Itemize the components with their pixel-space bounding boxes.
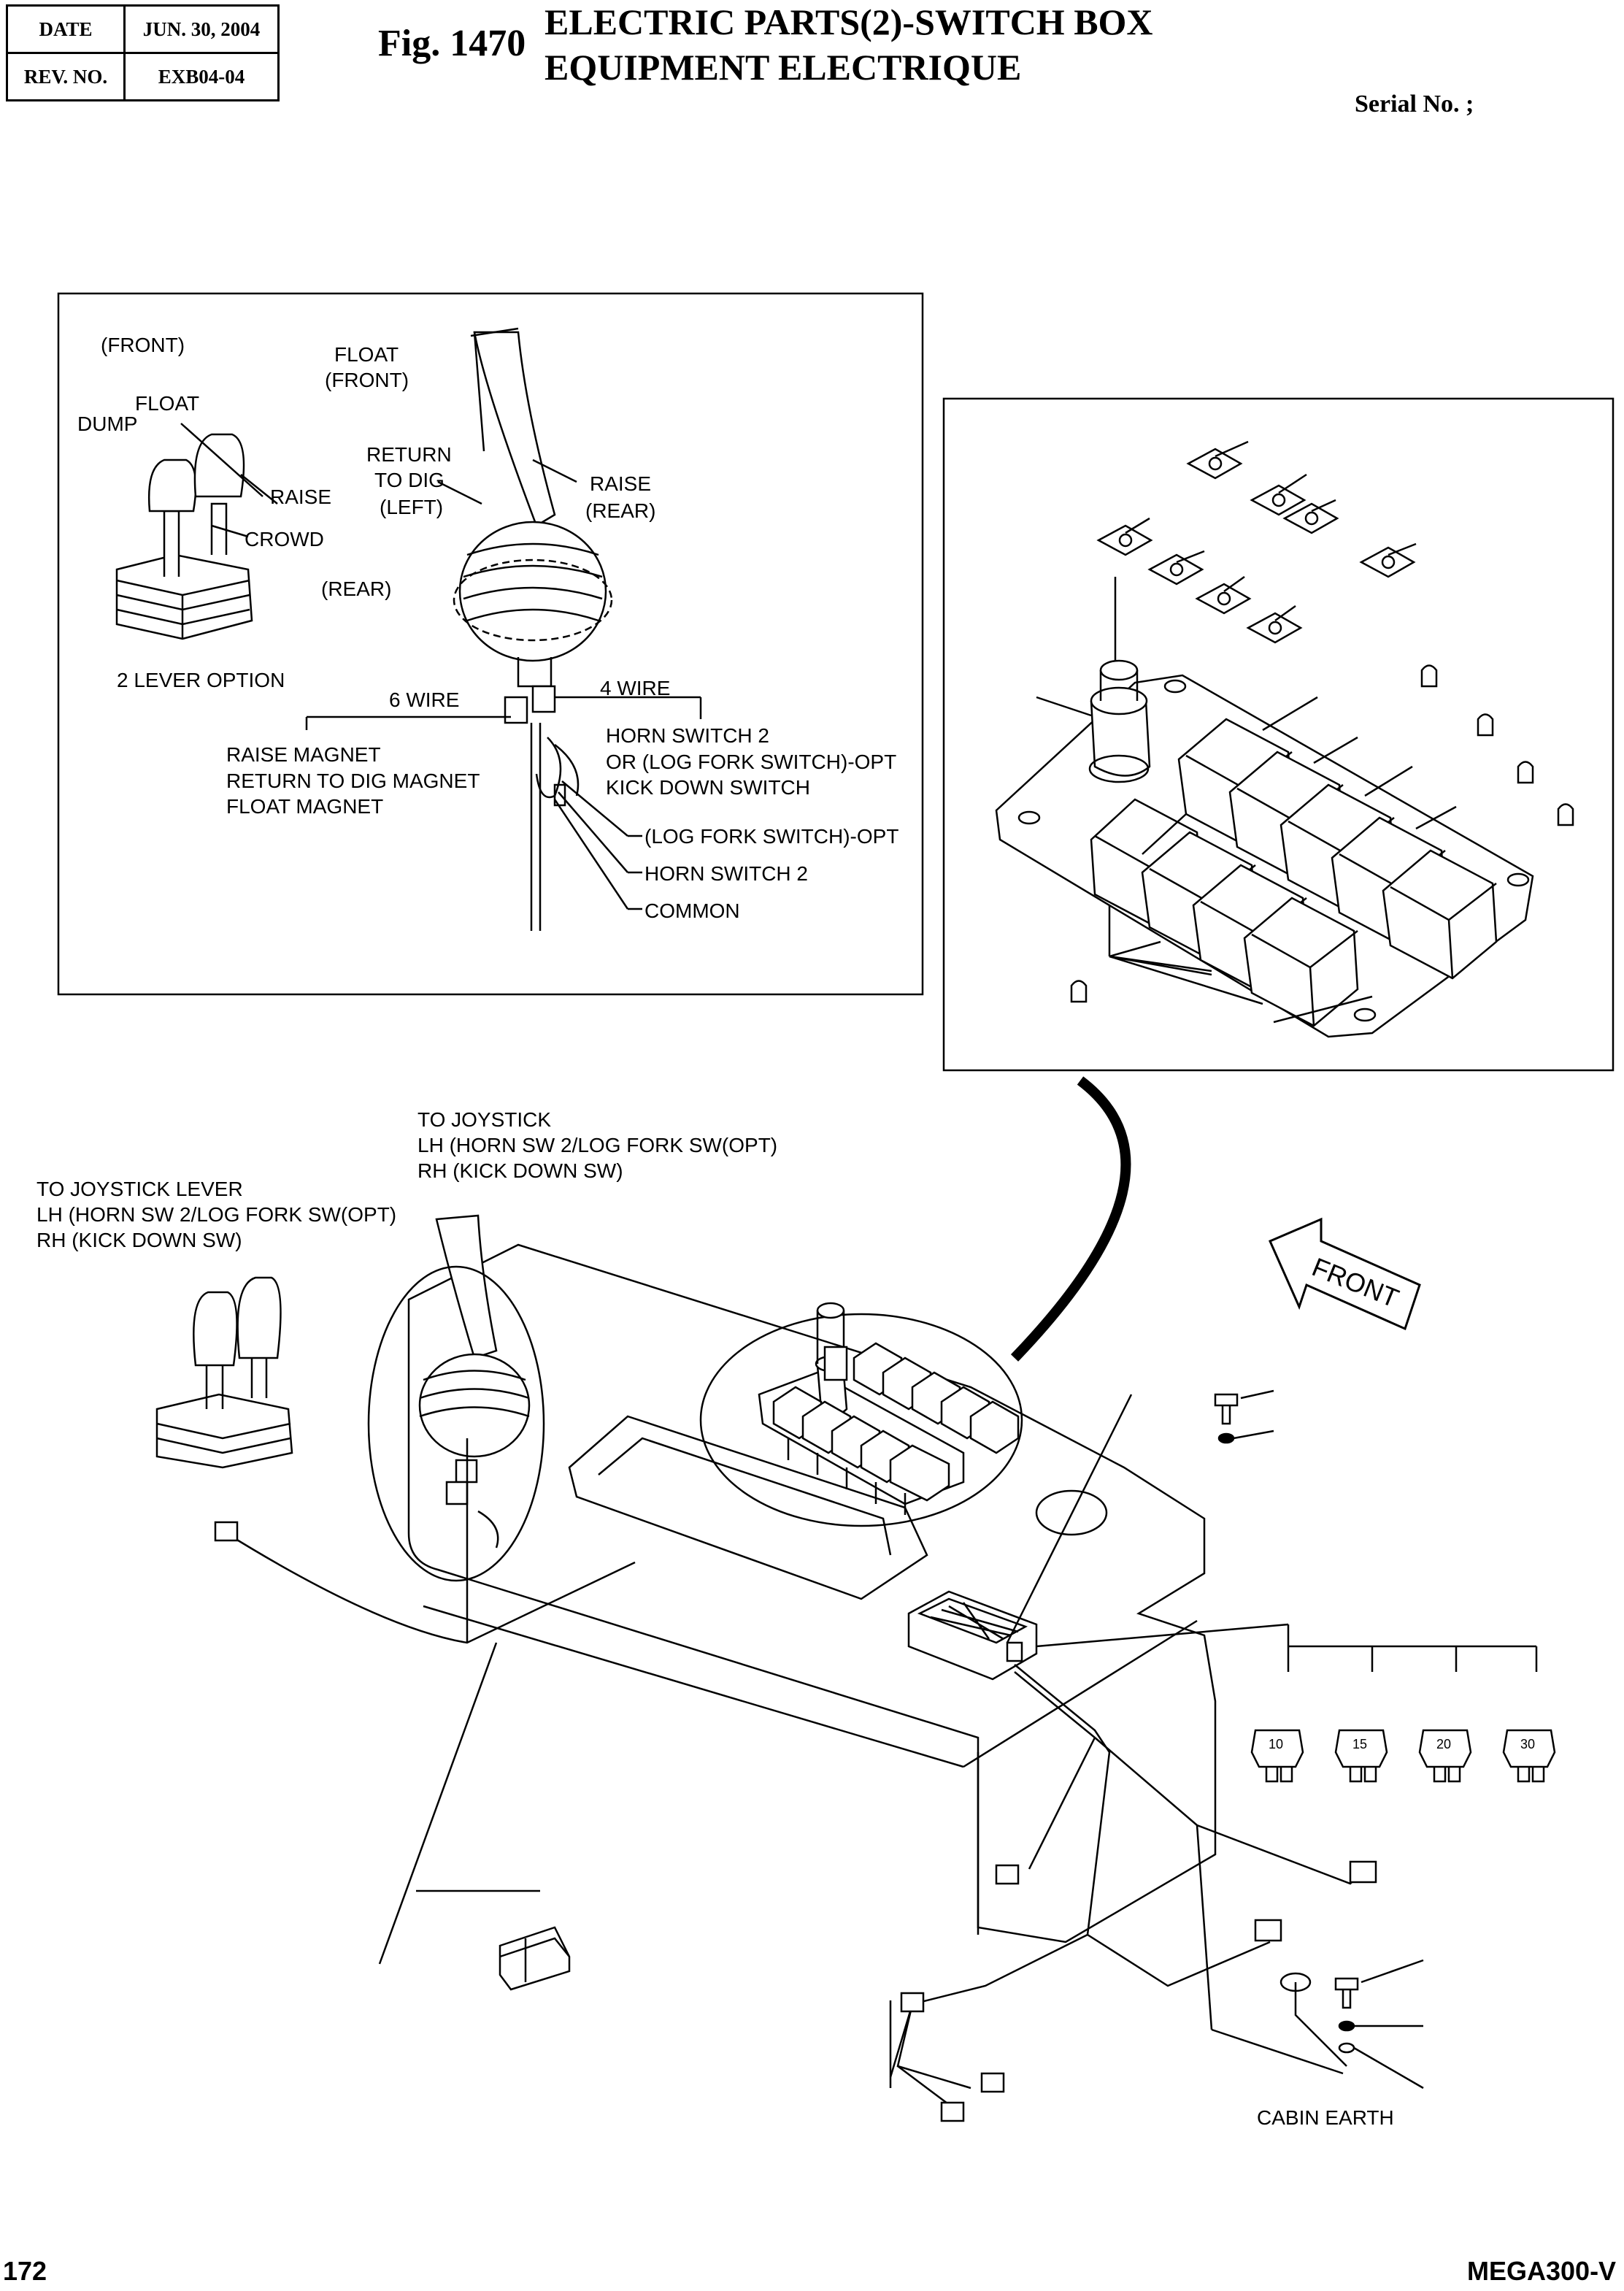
switch-panel-frame bbox=[942, 397, 1615, 1072]
label-raise: RAISE bbox=[270, 486, 331, 508]
switch-panel-drawing bbox=[995, 440, 1574, 1038]
label-log-fork-opt: OR (LOG FORK SWITCH)-OPT bbox=[606, 751, 896, 773]
revision-table: DATE JUN. 30, 2004 REV. NO. EXB04-04 bbox=[6, 4, 280, 101]
rev-label: REV. NO. bbox=[6, 52, 126, 101]
figure-number: Fig. 1470 bbox=[378, 23, 526, 64]
label-kick-down: KICK DOWN SWITCH bbox=[606, 776, 810, 799]
single-joystick-drawing bbox=[305, 327, 702, 931]
label-dump: DUMP bbox=[77, 412, 137, 435]
label-log-fork-switch: (LOG FORK SWITCH)-OPT bbox=[644, 825, 898, 848]
label-crowd: CROWD bbox=[245, 528, 324, 550]
label-float-magnet: FLOAT MAGNET bbox=[226, 795, 383, 818]
fuse-rating-10: 10 bbox=[1269, 1737, 1283, 1751]
detail-callout-arrow bbox=[1010, 1076, 1131, 1362]
label-horn-switch-2: HORN SWITCH 2 bbox=[606, 724, 769, 747]
label-return-dig-3: (LEFT) bbox=[380, 496, 443, 518]
label-rear: (REAR) bbox=[321, 577, 391, 600]
label-horn-switch-2b: HORN SWITCH 2 bbox=[644, 862, 808, 885]
label-to-joystick-2: LH (HORN SW 2/LOG FORK SW(OPT) bbox=[417, 1134, 777, 1156]
label-to-lever-3: RH (KICK DOWN SW) bbox=[36, 1229, 242, 1251]
label-four-wire: 4 WIRE bbox=[600, 677, 670, 699]
label-to-joystick-1: TO JOYSTICK bbox=[417, 1108, 551, 1131]
front-arrow bbox=[1269, 1217, 1421, 1331]
page-number: 172 bbox=[3, 2256, 47, 2286]
joystick-detail-frame bbox=[57, 292, 924, 996]
label-to-lever-2: LH (HORN SW 2/LOG FORK SW(OPT) bbox=[36, 1203, 396, 1226]
date-label: DATE bbox=[6, 4, 126, 54]
label-six-wire: 6 WIRE bbox=[389, 688, 459, 711]
label-float: FLOAT bbox=[135, 392, 199, 415]
main-assembly-drawing bbox=[155, 1214, 1556, 2122]
label-return-dig-2: TO DIG bbox=[374, 469, 445, 491]
label-to-joystick-3: RH (KICK DOWN SW) bbox=[417, 1159, 623, 1182]
model-name: MEGA300-V bbox=[1467, 2256, 1617, 2286]
label-raise-rear-1: RAISE bbox=[590, 472, 651, 495]
rev-value: EXB04-04 bbox=[123, 52, 280, 101]
two-lever-drawing bbox=[115, 423, 278, 640]
label-float-front-1: FLOAT bbox=[334, 343, 399, 366]
serial-number-label: Serial No. ; bbox=[1355, 91, 1474, 118]
label-cabin-earth: CABIN EARTH bbox=[1257, 2106, 1394, 2129]
label-raise-rear-2: (REAR) bbox=[585, 499, 655, 522]
date-value: JUN. 30, 2004 bbox=[123, 4, 280, 54]
label-common: COMMON bbox=[644, 899, 740, 922]
label-to-lever-1: TO JOYSTICK LEVER bbox=[36, 1178, 243, 1200]
fuse-rating-30: 30 bbox=[1520, 1737, 1535, 1751]
label-float-front-2: (FRONT) bbox=[325, 369, 409, 391]
label-return-dig-magnet: RETURN TO DIG MAGNET bbox=[226, 770, 480, 792]
page-title-fr: EQUIPMENT ELECTRIQUE bbox=[544, 47, 1022, 88]
page-title-en: ELECTRIC PARTS(2)-SWITCH BOX bbox=[544, 1, 1153, 42]
fuse-rating-15: 15 bbox=[1352, 1737, 1367, 1751]
fuse-rating-20: 20 bbox=[1436, 1737, 1451, 1751]
label-front: (FRONT) bbox=[101, 334, 185, 356]
label-two-lever-option: 2 LEVER OPTION bbox=[117, 669, 285, 691]
label-return-dig-1: RETURN bbox=[366, 443, 452, 466]
label-raise-magnet: RAISE MAGNET bbox=[226, 743, 381, 766]
